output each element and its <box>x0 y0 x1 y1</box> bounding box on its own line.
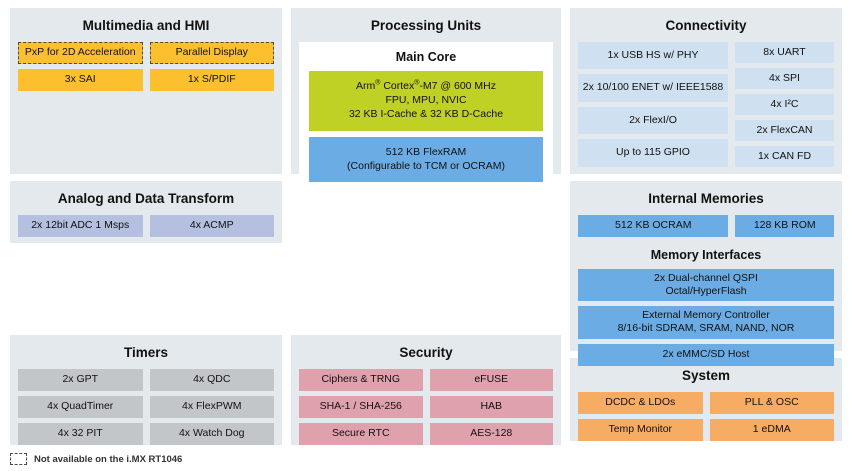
block-flexcan[interactable]: 2x FlexCAN <box>735 119 834 141</box>
security-row-1: Ciphers & TRNG eFUSE <box>299 368 553 391</box>
block-adc[interactable]: 2x 12bit ADC 1 Msps <box>18 214 143 237</box>
panel-title-security: Security <box>399 345 453 360</box>
block-pll-osc[interactable]: PLL & OSC <box>709 391 834 414</box>
block-parallel-display[interactable]: Parallel Display <box>149 41 274 64</box>
cpu-line-1: Arm® Cortex®-M7 @ 600 MHz <box>313 80 539 94</box>
block-edma[interactable]: 1 eDMA <box>709 418 834 441</box>
panel-security: Security Ciphers & TRNG eFUSE SHA-1 / SH… <box>291 335 561 445</box>
memory-interfaces-row-2: External Memory Controller 8/16-bit SDRA… <box>578 306 834 339</box>
block-temp-monitor[interactable]: Temp Monitor <box>578 418 703 441</box>
panel-title-processing-units: Processing Units <box>370 18 482 33</box>
security-row-2: SHA-1 / SHA-256 HAB <box>299 395 553 418</box>
block-sai[interactable]: 3x SAI <box>18 68 143 91</box>
block-uart[interactable]: 8x UART <box>735 41 834 63</box>
block-gpio[interactable]: Up to 115 GPIO <box>578 139 728 167</box>
block-quadtimer[interactable]: 4x QuadTimer <box>18 395 143 418</box>
block-usb-hs-phy[interactable]: 1x USB HS w/ PHY <box>578 41 728 70</box>
legend-note-text: Not available on the i.MX RT1046 <box>34 453 183 465</box>
block-aes-128[interactable]: AES-128 <box>429 422 553 445</box>
panel-analog-and-data-transform: Analog and Data Transform 2x 12bit ADC 1… <box>10 181 282 243</box>
multimedia-row-1: PxP for 2D Acceleration Parallel Display <box>18 41 274 64</box>
column-right: Connectivity 1x USB HS w/ PHY 2x 10/100 … <box>570 8 842 448</box>
cpu-line-2: FPU, MPU, NVIC <box>385 93 467 106</box>
qspi-line-1: 2x Dual-channel QSPI <box>654 272 758 285</box>
cpu-arm-label: Arm <box>355 80 376 93</box>
block-hab[interactable]: HAB <box>429 395 553 418</box>
analog-row-1: 2x 12bit ADC 1 Msps 4x ACMP <box>18 214 274 237</box>
block-spi[interactable]: 4x SPI <box>735 67 834 89</box>
multimedia-row-2: 3x SAI 1x S/PDIF <box>18 68 274 91</box>
block-pit[interactable]: 4x 32 PIT <box>18 422 143 445</box>
block-enet-ieee1588[interactable]: 2x 10/100 ENET w/ IEEE1588 <box>578 74 728 102</box>
panel-title-multimedia: Multimedia and HMI <box>82 18 210 33</box>
column-left: Multimedia and HMI PxP for 2D Accelerati… <box>10 8 282 452</box>
block-emmc-sd-host[interactable]: 2x eMMC/SD Host <box>578 343 834 366</box>
panel-multimedia-and-hmi: Multimedia and HMI PxP for 2D Accelerati… <box>10 8 282 174</box>
panel-system: System DCDC & LDOs PLL & OSC Temp Monito… <box>570 358 842 441</box>
block-pxp-2d-acceleration[interactable]: PxP for 2D Acceleration <box>18 41 143 64</box>
main-core-title: Main Core <box>395 49 457 64</box>
panel-title-connectivity: Connectivity <box>665 18 747 33</box>
block-sha[interactable]: SHA-1 / SHA-256 <box>299 395 423 418</box>
block-rom[interactable]: 128 KB ROM <box>735 214 834 237</box>
panel-processing-units: Processing Units Main Core Arm® Cortex®-… <box>291 8 561 193</box>
block-qdc[interactable]: 4x QDC <box>149 368 274 391</box>
timers-row-3: 4x 32 PIT 4x Watch Dog <box>18 422 274 445</box>
block-qspi[interactable]: 2x Dual-channel QSPI Octal/HyperFlash <box>578 269 834 302</box>
panel-timers: Timers 2x GPT 4x QDC 4x QuadTimer 4x Fle… <box>10 335 282 445</box>
system-row-2: Temp Monitor 1 eDMA <box>578 418 834 441</box>
memory-interfaces-row-1: 2x Dual-channel QSPI Octal/HyperFlash <box>578 269 834 302</box>
security-row-3: Secure RTC AES-128 <box>299 422 553 445</box>
panel-title-analog: Analog and Data Transform <box>57 191 235 206</box>
flexram-line-1: 512 KB FlexRAM <box>385 145 467 158</box>
emc-line-2: 8/16-bit SDRAM, SRAM, NAND, NOR <box>617 322 795 335</box>
qspi-line-2: Octal/HyperFlash <box>665 285 747 298</box>
legend-footnote: Not available on the i.MX RT1046 <box>10 453 182 465</box>
column-center: Processing Units Main Core Arm® Cortex®-… <box>291 8 561 452</box>
block-spdif[interactable]: 1x S/PDIF <box>149 68 274 91</box>
emc-line-1: External Memory Controller <box>642 309 770 322</box>
cpu-line-3: 32 KB I-Cache & 32 KB D-Cache <box>348 107 504 120</box>
system-row-1: DCDC & LDOs PLL & OSC <box>578 391 834 414</box>
dashed-box-icon <box>10 453 27 465</box>
connectivity-left-column: 1x USB HS w/ PHY 2x 10/100 ENET w/ IEEE1… <box>578 41 728 167</box>
timers-row-2: 4x QuadTimer 4x FlexPWM <box>18 395 274 418</box>
internal-memories-row: 512 KB OCRAM 128 KB ROM <box>578 214 834 237</box>
cpu-cortex-label: Cortex <box>380 80 415 93</box>
block-secure-rtc[interactable]: Secure RTC <box>299 422 423 445</box>
memory-interfaces-row-3: 2x eMMC/SD Host <box>578 343 834 366</box>
block-flexpwm[interactable]: 4x FlexPWM <box>149 395 274 418</box>
main-core-card: Main Core Arm® Cortex®-M7 @ 600 MHz FPU,… <box>299 41 553 193</box>
cpu-sup-2: ® <box>414 79 420 87</box>
block-gpt[interactable]: 2x GPT <box>18 368 143 391</box>
panel-title-memory-interfaces: Memory Interfaces <box>650 247 762 262</box>
block-ocram[interactable]: 512 KB OCRAM <box>578 214 729 237</box>
block-acmp[interactable]: 4x ACMP <box>149 214 274 237</box>
connectivity-grid: 1x USB HS w/ PHY 2x 10/100 ENET w/ IEEE1… <box>578 41 834 167</box>
cpu-sup-1: ® <box>375 79 381 87</box>
block-arm-cortex-m7[interactable]: Arm® Cortex®-M7 @ 600 MHz FPU, MPU, NVIC… <box>309 71 543 131</box>
block-watch-dog[interactable]: 4x Watch Dog <box>149 422 274 445</box>
panel-connectivity: Connectivity 1x USB HS w/ PHY 2x 10/100 … <box>570 8 842 174</box>
block-flexram[interactable]: 512 KB FlexRAM (Configurable to TCM or O… <box>309 136 543 183</box>
panel-title-timers: Timers <box>123 345 169 360</box>
flexram-line-2: (Configurable to TCM or OCRAM) <box>347 159 505 172</box>
connectivity-right-column: 8x UART 4x SPI 4x I²C 2x FlexCAN 1x CAN … <box>735 41 834 167</box>
block-i2c[interactable]: 4x I²C <box>735 93 834 115</box>
block-efuse[interactable]: eFUSE <box>429 368 553 391</box>
block-can-fd[interactable]: 1x CAN FD <box>735 145 834 167</box>
block-external-memory-controller[interactable]: External Memory Controller 8/16-bit SDRA… <box>578 306 834 339</box>
panel-memories: Internal Memories 512 KB OCRAM 128 KB RO… <box>570 181 842 366</box>
block-dcdc-ldos[interactable]: DCDC & LDOs <box>578 391 703 414</box>
timers-row-1: 2x GPT 4x QDC <box>18 368 274 391</box>
panel-title-internal-memories: Internal Memories <box>648 191 764 206</box>
cpu-speed-label: -M7 @ 600 MHz <box>419 80 497 93</box>
block-ciphers-trng[interactable]: Ciphers & TRNG <box>299 368 423 391</box>
block-flexio[interactable]: 2x FlexI/O <box>578 106 728 135</box>
panel-title-system: System <box>681 368 731 383</box>
